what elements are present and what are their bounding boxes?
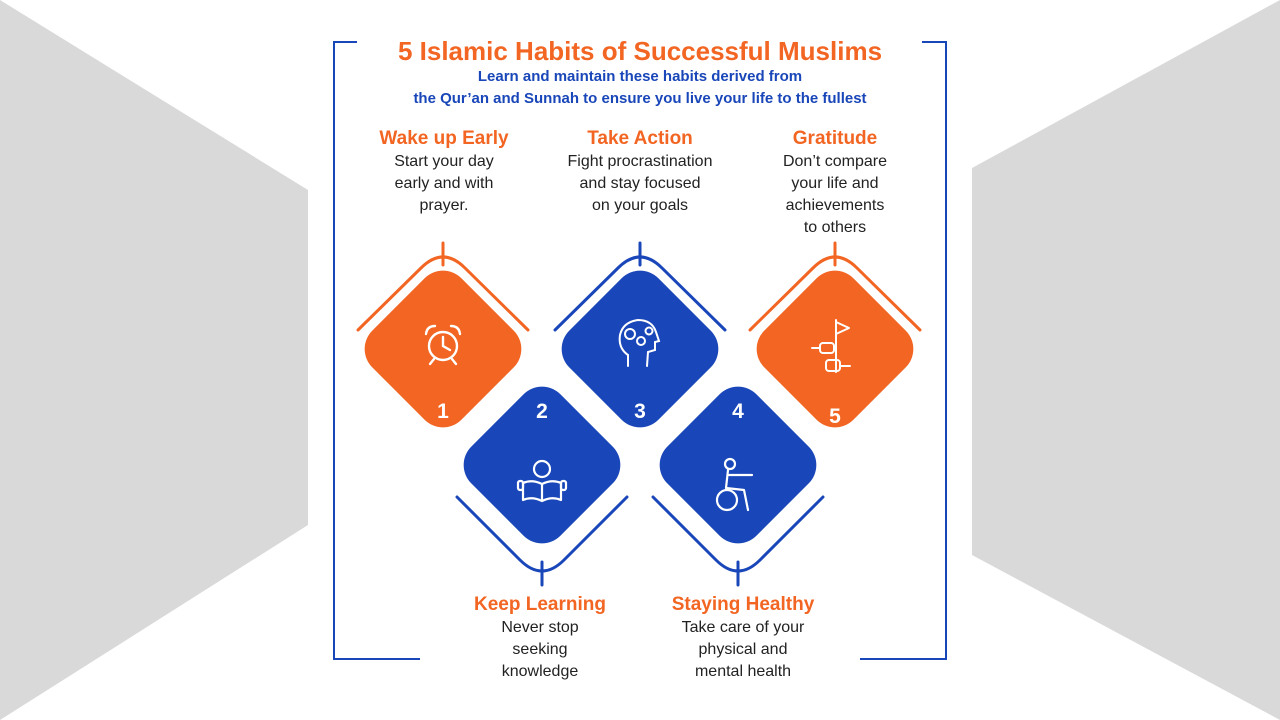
habit-number-4: 4 — [732, 400, 744, 423]
subtitle-line-2: the Qur’an and Sunnah to ensure you live… — [413, 90, 867, 107]
habit-4-desc-line: physical and — [698, 641, 788, 658]
right-grey-chevron — [972, 0, 1280, 720]
habit-diamond-2 — [463, 386, 621, 544]
subtitle-line-1: Learn and maintain these habits derived … — [477, 68, 803, 85]
habit-4-desc-line: mental health — [694, 663, 792, 680]
habit-3-desc-line: on your goals — [591, 197, 689, 214]
habit-2-title: Keep Learning — [474, 594, 606, 615]
habit-2-desc-line: knowledge — [501, 663, 579, 680]
habit-4-title: Staying Healthy — [671, 594, 815, 615]
left-grey-chevron — [0, 0, 308, 720]
habit-number-1: 1 — [437, 400, 449, 423]
connector-arcs — [356, 241, 922, 587]
habit-number-3: 3 — [634, 400, 646, 423]
habit-1-desc-line: Start your day — [394, 153, 494, 170]
habit-3-desc-line: and stay focused — [579, 175, 701, 192]
habit-4-text: Staying Healthy Take care of your physic… — [638, 593, 848, 683]
head-gears-icon — [618, 318, 661, 367]
habit-3-desc-line: Fight procrastination — [567, 153, 713, 170]
habit-3-title: Take Action — [587, 128, 693, 149]
habit-number-5: 5 — [829, 405, 841, 428]
habit-5-text: Gratitude Don’t compare your life and ac… — [740, 127, 930, 239]
habit-diamond-4 — [659, 386, 817, 544]
habit-1-text: Wake up Early Start your day early and w… — [349, 127, 539, 217]
infographic-subtitle: Learn and maintain these habits derived … — [340, 66, 940, 110]
frame-border — [333, 41, 947, 660]
habit-1-title: Wake up Early — [379, 128, 509, 149]
habit-1-desc-line: prayer. — [419, 197, 469, 214]
hands-flag-icon — [811, 319, 851, 373]
habit-number-2: 2 — [536, 400, 548, 423]
habit-5-title: Gratitude — [792, 128, 878, 149]
habit-2-desc-line: Never stop — [501, 619, 579, 636]
habit-diamond-1 — [364, 270, 522, 428]
habit-2-text: Keep Learning Never stop seeking knowled… — [445, 593, 635, 683]
habit-2-desc-line: seeking — [512, 641, 568, 658]
alarm-clock-icon — [424, 324, 462, 366]
habit-5-desc-line: your life and — [791, 175, 879, 192]
habit-5-desc-line: achievements — [785, 197, 885, 214]
exercise-ball-icon — [715, 457, 754, 512]
habit-4-desc-line: Take care of your — [681, 619, 805, 636]
habit-diamond-3 — [561, 270, 719, 428]
habit-3-text: Take Action Fight procrastination and st… — [530, 127, 750, 217]
reading-book-icon — [516, 459, 568, 503]
habit-1-desc-line: early and with — [394, 175, 494, 192]
habit-5-desc-line: to others — [803, 219, 867, 236]
habit-5-desc-line: Don’t compare — [782, 153, 888, 170]
infographic-title: 5 Islamic Habits of Successful Muslims — [397, 36, 883, 66]
